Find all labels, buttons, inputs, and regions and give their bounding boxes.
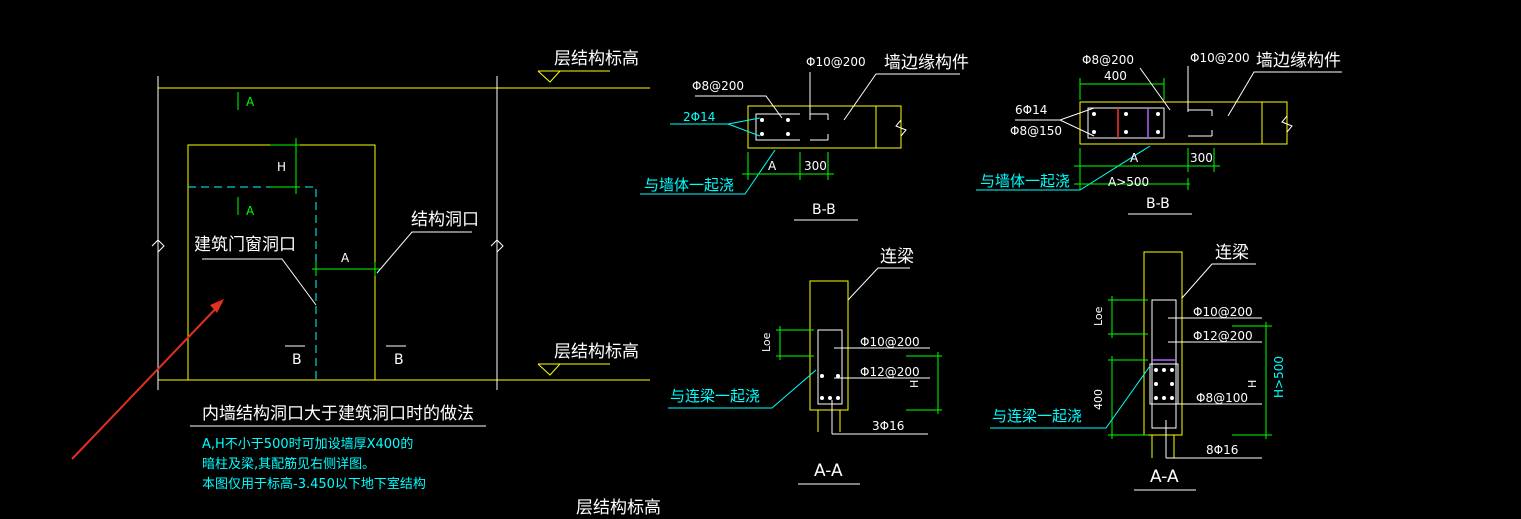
leader-structural-opening: [376, 231, 472, 274]
pour-label: 与连梁一起浇: [670, 387, 760, 405]
red-arrow-head-icon: [210, 299, 224, 313]
section-aa-large: 连梁 Loe 400 Φ10@200 Φ12@200 H H>500 与连梁一起…: [990, 243, 1286, 491]
wall-section-outline: [1079, 101, 1288, 145]
pour-label: 与墙体一起浇: [980, 172, 1070, 190]
notes-line-2: 暗柱及梁,其配筋见右侧详图。: [202, 456, 375, 472]
section-aa-small: 连梁 Loe Φ10@200 Φ12@200 H 与连梁一起浇 3Φ16 A-A: [668, 247, 942, 485]
component-label: 墙边缘构件: [884, 53, 969, 73]
dimension-400-label: 400: [1104, 69, 1127, 83]
architectural-opening-outline: [188, 186, 317, 380]
section-mark-a-top: A: [246, 95, 255, 109]
rebar-cage-stirrup: [1087, 107, 1165, 139]
notes-line-3: 本图仅用于标高-3.450以下地下室结构: [202, 476, 426, 492]
level-marker-top: [537, 70, 562, 83]
stirrup-label: Φ8@200: [692, 79, 744, 93]
section-title: B-B: [812, 202, 836, 218]
bars-label: 2Φ14: [683, 110, 715, 124]
rebar-label-2: Φ12@200: [1193, 329, 1253, 343]
rebar-label-1: Φ10@200: [1193, 305, 1253, 319]
pour-label: 与连梁一起浇: [992, 407, 1082, 425]
structural-opening-label: 结构洞口: [411, 210, 479, 230]
beam-section-outline: [1143, 251, 1183, 436]
dimension-loe-label: Loe: [1092, 306, 1105, 326]
pour-label: 与墙体一起浇: [644, 176, 734, 194]
dimension-h-label: H: [1246, 380, 1259, 388]
dimension-a-label: A: [1130, 151, 1139, 165]
dimension-300-label: 300: [1190, 151, 1213, 165]
section-mark-b-right: B: [394, 352, 404, 368]
elevation-view: 层结构标高 层结构标高 A A B B H A 建筑门窗洞口 结构: [71, 49, 661, 518]
dimension-h-label: H: [277, 160, 286, 174]
bars-label: 8Φ16: [1206, 443, 1238, 457]
floor-level-label-top: 层结构标高: [554, 49, 639, 69]
section-mark-b-left: B: [292, 352, 302, 368]
architectural-opening-label: 建筑门窗洞口: [194, 235, 296, 255]
component-label: 墙边缘构件: [1256, 51, 1341, 71]
rebar-label-top: Φ10@200: [1190, 51, 1250, 65]
dimension-a500-label: A>500: [1108, 175, 1149, 189]
stirrup-label: Φ8@100: [1196, 391, 1248, 405]
beam-stirrup-top: [817, 329, 843, 338]
leader-architectural-opening: [202, 258, 317, 306]
floor-level-label-bottom: 层结构标高: [554, 342, 639, 362]
break-mark: [895, 119, 907, 137]
section-title: B-B: [1146, 196, 1170, 212]
dimension-h-label: H: [908, 380, 921, 388]
rebar-cage-stirrup: [755, 113, 800, 141]
break-mark-right: [490, 239, 504, 253]
rebar-label-2: Φ12@200: [860, 365, 920, 379]
beam-section-outline: [809, 280, 849, 411]
level-marker-bottom: [537, 363, 562, 376]
beam-stirrup-top: [1151, 299, 1177, 310]
rebar-label-top: Φ10@200: [806, 55, 866, 69]
dimension-a-label: A: [768, 159, 777, 173]
floor-level-label-cut: 层结构标高: [576, 498, 661, 518]
notes-title: 内墙结构洞口大于建筑洞口时的做法: [202, 404, 474, 424]
beam-label: 连梁: [880, 247, 914, 267]
wall-section-outline: [747, 105, 902, 149]
dimension-a-label: A: [341, 251, 350, 265]
notes-line-1: A,H不小于500时可加设墙厚X400的: [202, 436, 413, 452]
bars-label: 6Φ14: [1015, 103, 1047, 117]
stirrup-label-top: Φ8@200: [1082, 53, 1134, 67]
section-bb-small: Φ10@200 Φ8@200 2Φ14 墙边缘构件 与墙体一起浇 A 300 B…: [640, 53, 969, 221]
dimension-loe-label: Loe: [760, 332, 773, 352]
red-arrow-annotation: [71, 301, 223, 460]
break-mark-left: [151, 239, 165, 253]
break-mark: [1281, 115, 1293, 133]
section-mark-a-mid: A: [246, 204, 255, 218]
dimension-300-label: 300: [804, 159, 827, 173]
beam-label: 连梁: [1215, 243, 1249, 263]
dimension-h500-label: H>500: [1272, 356, 1286, 398]
stirrup-label-side: Φ8@150: [1010, 124, 1062, 138]
section-title: A-A: [1150, 467, 1179, 487]
section-title: A-A: [814, 461, 843, 481]
section-bb-large: 400 Φ8@200 Φ10@200 墙边缘构件 6Φ14 Φ8@150 与墙体…: [976, 51, 1342, 215]
dimension-400-label: 400: [1092, 389, 1105, 410]
rebar-label-1: Φ10@200: [860, 335, 920, 349]
bars-label: 3Φ16: [872, 419, 904, 433]
